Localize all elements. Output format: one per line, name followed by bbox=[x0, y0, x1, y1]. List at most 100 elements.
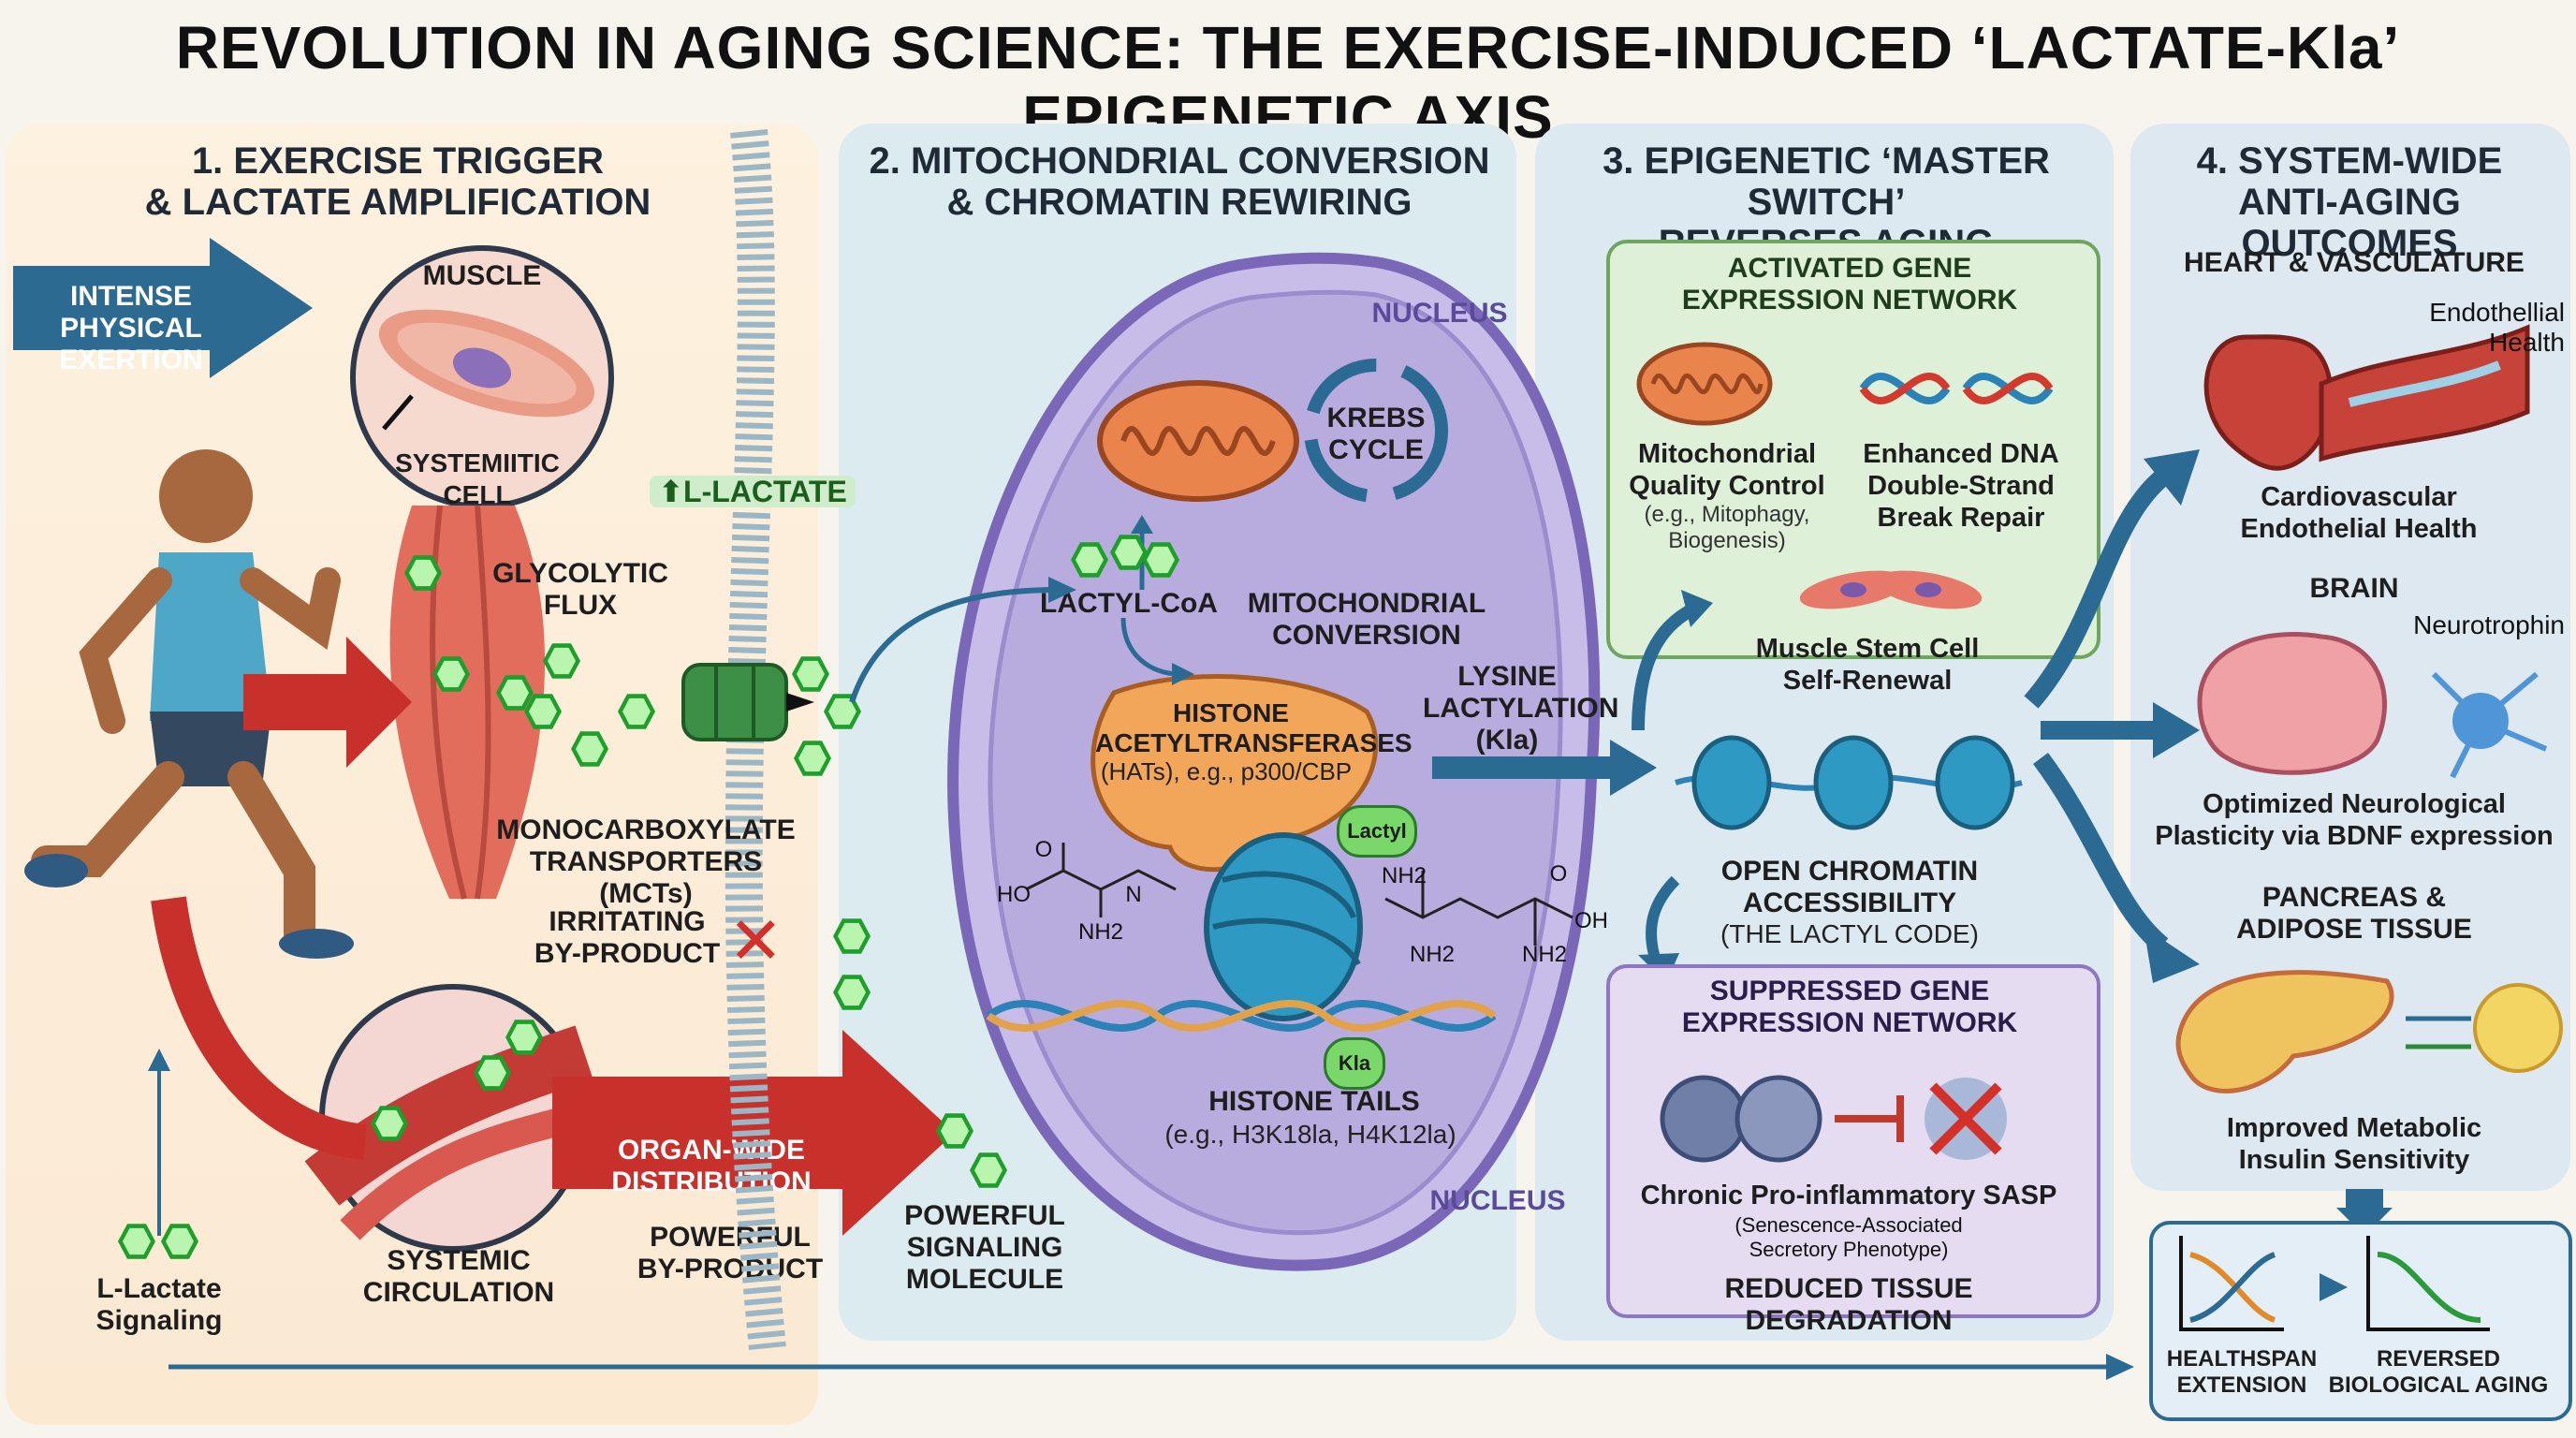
powerful-byproduct-label: POWERFUL BY-PRODUCT bbox=[637, 1222, 824, 1284]
dna-repair-icon bbox=[1859, 373, 2054, 404]
suppressed-heading: SUPPRESSED GENE EXPRESSION NETWORK bbox=[1681, 976, 2018, 1038]
sasp-inhibition-icon bbox=[1660, 1075, 2007, 1163]
exertion-label: INTENSE PHYSICAL EXERTION bbox=[59, 281, 203, 375]
lactate-molecule-icon bbox=[618, 693, 655, 730]
muscle-fiber-icon bbox=[350, 245, 614, 509]
panel4-heading: 4. SYSTEM-WIDE ANTI-AGING OUTCOMES bbox=[2196, 140, 2503, 264]
mitochondrion-icon bbox=[1097, 380, 1299, 502]
lysine-arrow-icon bbox=[1432, 740, 1657, 796]
heart-heading: HEART & VASCULATURE bbox=[2184, 247, 2525, 278]
lactate-molecule-icon bbox=[524, 693, 562, 730]
nucleosome-icon bbox=[1204, 832, 1363, 1021]
sasp-sub: (Senescence-Associated Secretory Phenoty… bbox=[1734, 1213, 1963, 1261]
muscle-label: MUSCLE bbox=[422, 260, 542, 291]
brain-heading: BRAIN bbox=[2309, 573, 2399, 604]
lactate-molecule-icon bbox=[432, 655, 470, 693]
runner-icon bbox=[24, 449, 354, 959]
mct-transporter-icon bbox=[681, 663, 814, 741]
red-arrow-icon bbox=[243, 637, 412, 768]
healthspan-label: HEALTHSPAN EXTENSION bbox=[2166, 1346, 2318, 1398]
mct-label: MONOCARBOXYLATE TRANSPORTERS (MCTs) bbox=[496, 814, 796, 909]
chem-structure-right-icon bbox=[1384, 871, 1573, 946]
lactate-molecule-icon bbox=[794, 740, 831, 777]
histone-tails-label: HISTONE TAILS bbox=[1208, 1086, 1420, 1117]
lactate-molecule-icon bbox=[1071, 541, 1108, 579]
nucleus-top-label: NUCLEUS bbox=[1371, 298, 1508, 329]
curved-arrow-icon bbox=[849, 577, 1076, 703]
lactate-molecule-icon bbox=[792, 655, 829, 693]
lactate-molecule-icon bbox=[161, 1223, 198, 1260]
muscle-bundle-icon bbox=[389, 505, 546, 900]
systemic-circulation-label: SYSTEMIC CIRCULATION bbox=[362, 1245, 555, 1308]
down-arrow-hats-icon bbox=[1120, 617, 1194, 685]
lactate-molecule-icon bbox=[543, 642, 580, 680]
lactyl-coa-label: LACTYL-CoA bbox=[1040, 588, 1218, 619]
cardio-label: Cardiovascular Endothelial Health bbox=[2240, 482, 2478, 544]
cell-membrane-icon bbox=[724, 129, 786, 1350]
heart-vessel-icon bbox=[2203, 324, 2530, 471]
l-lactate-up-label: ⬆L-LACTATE bbox=[650, 476, 856, 507]
lactate-molecule-icon bbox=[505, 1019, 543, 1056]
activated-heading: ACTIVATED GENE EXPRESSION NETWORK bbox=[1681, 253, 2018, 315]
histone-tails-sub: (e.g., H3K18la, H4K12la) bbox=[1164, 1120, 1456, 1149]
page-title: REVOLUTION IN AGING SCIENCE: THE EXERCIS… bbox=[175, 14, 2401, 151]
dna-repair-label: Enhanced DNA Double-Strand Break Repair bbox=[1863, 439, 2059, 533]
chem-oh: OH bbox=[1574, 908, 1608, 933]
outcome-graphs-icon bbox=[2179, 1236, 2490, 1331]
long-bottom-arrow-icon bbox=[168, 1354, 2134, 1380]
chem-nh2-a: NH2 bbox=[1077, 919, 1123, 945]
metabolic-label: Improved Metabolic Insulin Sensitivity bbox=[2226, 1113, 2482, 1175]
mito-qc-label: Mitochondrial Quality Control bbox=[1629, 439, 1825, 501]
lactate-molecule-icon bbox=[118, 1223, 155, 1260]
hats-subtitle: (HATs), e.g., p300/CBP bbox=[1100, 757, 1353, 785]
lactate-molecule-icon bbox=[496, 674, 534, 712]
chem-structure-left-icon bbox=[1025, 843, 1177, 917]
signaling-molecule-label: POWERFUL SIGNALING MOLECULE bbox=[904, 1200, 1065, 1295]
cross-icon: ✕ bbox=[728, 904, 783, 977]
lysine-lactylation-label: LYSINE LACTYLATION (Kla) bbox=[1423, 661, 1619, 756]
systemic-cell-label: SYSTEMIITIC CELL bbox=[395, 448, 560, 509]
endothelial-label: Endothellial Health bbox=[2429, 298, 2565, 357]
chem-nh2-c: NH2 bbox=[1409, 942, 1455, 967]
lactate-molecule-icon bbox=[833, 974, 871, 1011]
chem-n: N bbox=[1125, 882, 1142, 907]
reversed-aging-label: REVERSED BIOLOGICAL AGING bbox=[2328, 1346, 2549, 1398]
lactyl-code-label: (THE LACTYL CODE) bbox=[1720, 919, 1979, 948]
down-arrow-outcome-icon bbox=[2336, 1189, 2393, 1236]
lactate-molecule-icon bbox=[1142, 541, 1179, 579]
stem-cell-label: Muscle Stem Cell Self-Renewal bbox=[1755, 634, 1980, 696]
up-arrow-activated-icon bbox=[1632, 590, 1713, 731]
open-chromatin-label: OPEN CHROMATIN ACCESSIBILITY bbox=[1720, 856, 1979, 918]
pancreas-heading: PANCREAS & ADIPOSE TISSUE bbox=[2236, 882, 2472, 945]
chem-nh2-b: NH2 bbox=[1381, 863, 1427, 888]
pancreas-adipose-icon bbox=[2175, 970, 2563, 1093]
lactate-molecule-icon bbox=[371, 1105, 408, 1142]
hats-title: HISTONE ACETYLTRANSFERASES bbox=[1095, 698, 1412, 757]
chem-o-b: O bbox=[1549, 861, 1568, 887]
organ-wide-label: ORGAN-WIDE DISTRIBUTION bbox=[611, 1135, 812, 1197]
l-lactate-text: L-LACTATE bbox=[683, 475, 847, 508]
chem-nh2-d: NH2 bbox=[1521, 942, 1567, 967]
neuro-label: Optimized Neurological Plasticity via BD… bbox=[2155, 789, 2554, 851]
glycolytic-label: GLYCOLYTIC FLUX bbox=[492, 558, 668, 621]
krebs-label: KREBS CYCLE bbox=[1326, 403, 1426, 465]
mitochondrion-small-icon bbox=[1636, 342, 1773, 426]
brain-neuron-icon bbox=[2197, 632, 2548, 779]
mito-qc-sub: (e.g., Mitophagy, Biogenesis) bbox=[1644, 502, 1810, 553]
stem-cell-icon bbox=[1799, 570, 1983, 609]
lactate-molecule-icon bbox=[571, 730, 608, 768]
dna-strand-icon bbox=[986, 1000, 1497, 1032]
irritating-label: IRRITATING BY-PRODUCT bbox=[534, 906, 721, 969]
chem-o-a: O bbox=[1034, 837, 1053, 862]
lactate-molecule-icon bbox=[404, 554, 442, 592]
up-arrow-icon bbox=[148, 1049, 170, 1236]
lactate-molecule-icon bbox=[474, 1054, 511, 1092]
outcome-arrows-icon bbox=[2024, 449, 2200, 983]
exertion-arrow-icon bbox=[13, 238, 313, 378]
lactate-molecule-icon bbox=[936, 1112, 973, 1150]
lactate-molecule-icon bbox=[1110, 534, 1148, 571]
lactate-molecule-icon bbox=[833, 917, 871, 955]
reduced-degradation-label: REDUCED TISSUE DEGRADATION bbox=[1724, 1273, 1973, 1336]
final-outcome-box bbox=[2149, 1221, 2572, 1421]
kla-tag: Kla bbox=[1324, 1037, 1385, 1090]
